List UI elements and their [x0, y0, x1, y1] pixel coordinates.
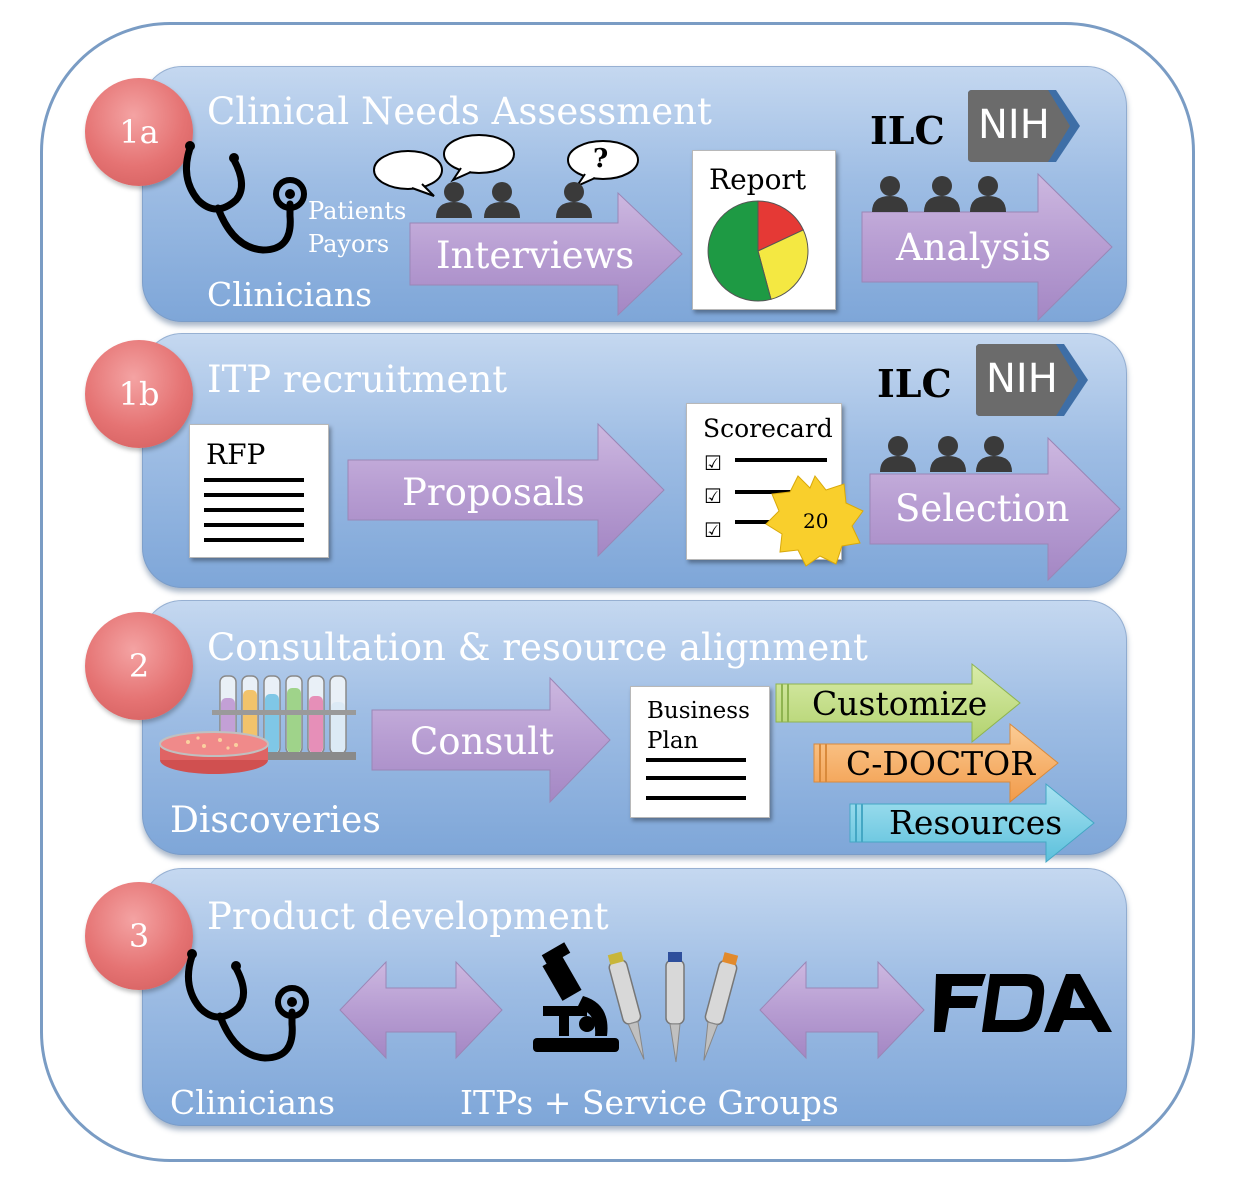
fda-logo: [934, 974, 1112, 1032]
analysis-label: Analysis: [896, 226, 1052, 269]
score-seal-icon: [765, 475, 864, 567]
scorecard-checkbox: ☑: [704, 451, 722, 475]
step-badge-1b: 1b: [85, 340, 193, 448]
c-doctor-arrow: [813, 722, 1059, 804]
report-label: Report: [709, 163, 807, 196]
nih-logo: [968, 90, 1080, 162]
analysis-arrow: [861, 172, 1113, 322]
clinicians-label: Clinicians: [207, 275, 373, 314]
stethoscope-icon: [180, 946, 310, 1071]
resources-label: Resources: [889, 803, 1063, 842]
rfp-document: [189, 424, 329, 558]
pie-chart-icon: [707, 200, 809, 302]
rfp-label: RFP: [206, 438, 266, 471]
question-bubble-icon: [567, 140, 639, 189]
speech-bubble-icon: [373, 150, 443, 197]
ilc-label: ILC: [877, 361, 952, 406]
score-seal-value: 20: [803, 509, 829, 533]
scorecard-checkbox: ☑: [704, 518, 722, 542]
step-badge-3: 3: [85, 882, 193, 990]
resources-arrow: [849, 782, 1095, 864]
ilc-label: ILC: [870, 108, 945, 153]
people-icon: [880, 436, 1012, 472]
rfp-text-lines: [204, 478, 304, 542]
scorecard-checkbox: ☑: [704, 484, 722, 508]
pipettes-icon: [607, 951, 739, 1063]
people-icon: [872, 176, 1006, 212]
nih-logo-text: NIH: [978, 102, 1050, 148]
selection-arrow: [869, 436, 1121, 582]
selection-label: Selection: [895, 487, 1070, 530]
microscope-icon: [533, 942, 619, 1052]
test-tubes-icon: [212, 675, 356, 760]
business-label: Business: [647, 698, 750, 724]
plan-label: Plan: [647, 728, 699, 754]
consult-arrow: [371, 676, 611, 804]
double-arrow-left: [339, 960, 503, 1060]
clinicians-label-3: Clinicians: [170, 1083, 336, 1122]
nih-logo-text: NIH: [986, 356, 1058, 402]
payors-label: Payors: [308, 230, 390, 258]
petri-dish-icon: [159, 731, 269, 774]
step-badge-2: 2: [85, 612, 193, 720]
panel-title-1b: ITP recruitment: [207, 358, 508, 401]
consult-label: Consult: [410, 720, 554, 763]
step-badge-1a: 1a: [85, 78, 193, 186]
discoveries-label: Discoveries: [170, 800, 381, 841]
customize-label: Customize: [812, 684, 988, 723]
nih-logo: [976, 344, 1088, 416]
itps-service-groups-label: ITPs + Service Groups: [460, 1083, 839, 1122]
speech-bubble-icon: [443, 134, 515, 183]
double-arrow-right: [759, 960, 925, 1060]
business-plan-lines: [646, 758, 746, 800]
proposals-arrow: [347, 422, 665, 558]
stethoscope-icon: [178, 138, 308, 263]
panel-title-2: Consultation & resource alignment: [207, 626, 868, 669]
interviews-arrow: [409, 191, 683, 317]
panel-title-1a: Clinical Needs Assessment: [207, 90, 712, 133]
customize-arrow: [775, 662, 1021, 744]
scorecard-label: Scorecard: [703, 414, 833, 443]
patients-label: Patients: [308, 197, 407, 225]
c-doctor-label: C-DOCTOR: [846, 744, 1036, 783]
panel-title-3: Product development: [207, 895, 609, 938]
proposals-label: Proposals: [402, 471, 585, 514]
question-mark: ?: [593, 144, 609, 174]
interviews-label: Interviews: [436, 234, 635, 277]
